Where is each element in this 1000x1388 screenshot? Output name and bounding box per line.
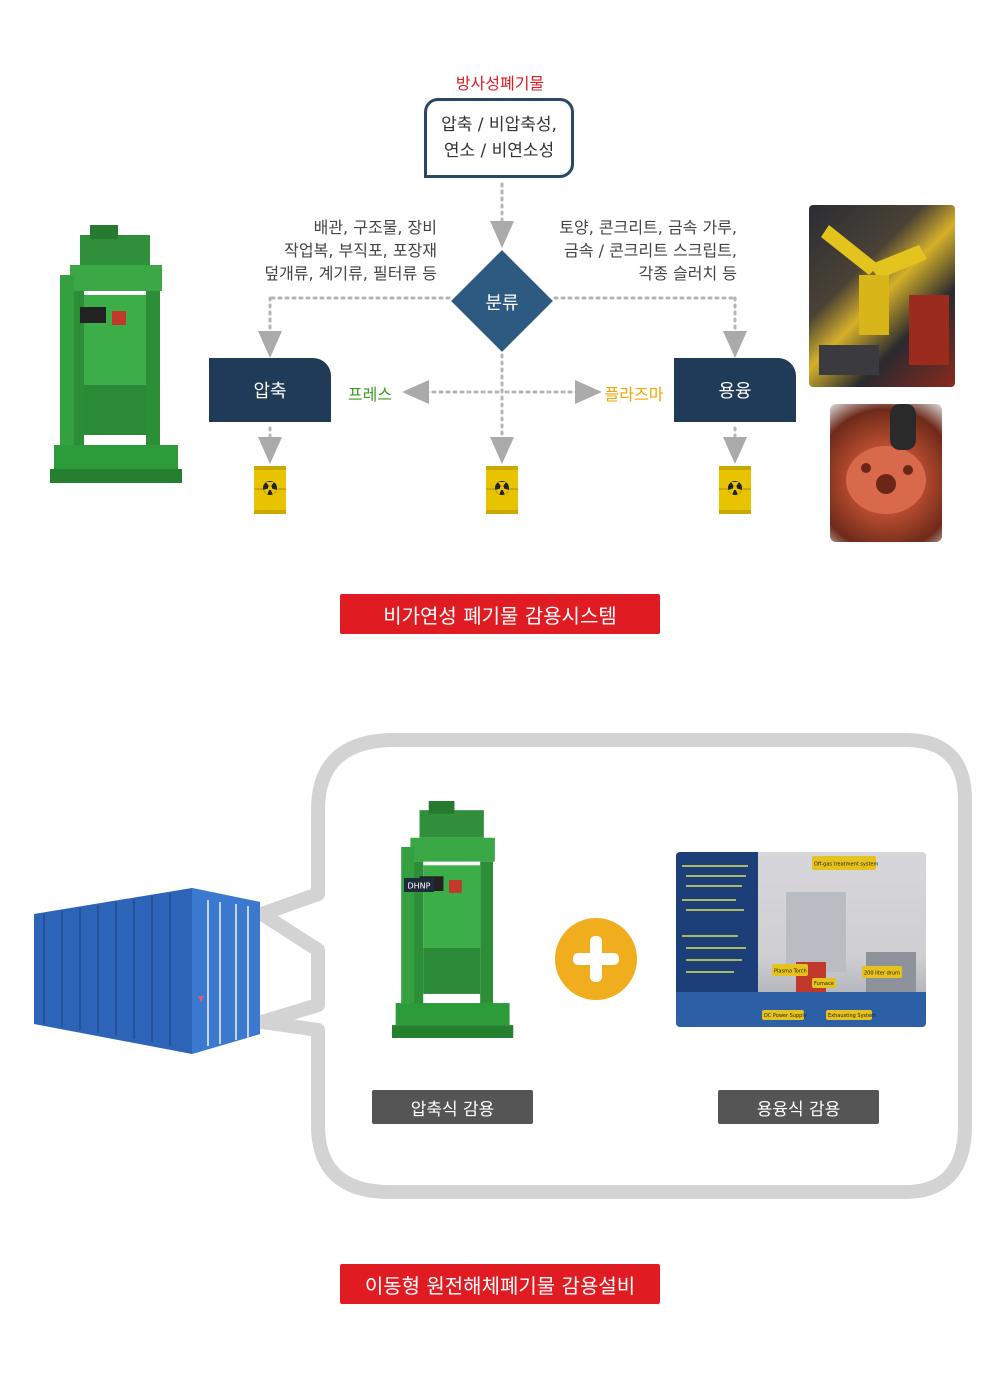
svg-text:Exhausting System: Exhausting System — [828, 1013, 876, 1019]
plasma-label: 플라즈마 — [604, 385, 664, 404]
flow-connectors — [258, 182, 747, 464]
radioactive-drum-icon — [486, 466, 518, 514]
press-logo: DHNP — [404, 878, 434, 892]
sort-decision: 분류 — [451, 250, 553, 352]
compression-caption: 압축식 감용 — [372, 1090, 533, 1124]
radioactive-drum-icon — [719, 466, 751, 514]
mobile-equipment-title-badge: 이동형 원전해체폐기물 감용설비 — [340, 1264, 660, 1304]
svg-text:DHNP: DHNP — [408, 882, 431, 891]
compress-waste-list: 배관, 구조물, 장비 작업복, 부직포, 포장재 덮개류, 계기류, 필터류 … — [264, 218, 437, 283]
robot-arm-photo — [809, 205, 955, 387]
svg-text:200 liter drum: 200 liter drum — [864, 971, 900, 977]
radioactive-waste-label: 방사성폐기물 — [455, 74, 545, 93]
waste-type-box: 압축 / 비압축성, 연소 / 비연소성 — [424, 98, 574, 178]
press-label: 프레스 — [347, 385, 393, 404]
system-title-badge: 비가연성 폐기물 감용시스템 — [340, 594, 660, 634]
press-machine-image — [392, 801, 514, 1038]
furnace-photo — [830, 404, 942, 542]
press-machine-image — [50, 225, 182, 483]
plus-icon — [555, 918, 637, 1000]
sort-label: 분류 — [485, 293, 519, 314]
svg-text:Off-gas treatment system: Off-gas treatment system — [814, 862, 878, 868]
svg-text:DC Power Supply: DC Power Supply — [764, 1013, 807, 1019]
compress-process-box: 압축 — [209, 358, 331, 422]
melt-process-box: 용융 — [674, 358, 796, 422]
melting-caption: 용융식 감용 — [718, 1090, 879, 1124]
plasma-melting-diagram-image: Off-gas treatment system Plasma Torch 20… — [676, 852, 926, 1027]
svg-text:Plasma Torch: Plasma Torch — [774, 969, 807, 975]
melt-waste-list: 토양, 콘크리트, 금속 가루, 금속 / 콘크리트 스크립트, 각종 슬러치 … — [559, 218, 737, 283]
radioactive-drum-icon — [254, 466, 286, 514]
svg-text:Furnace: Furnace — [814, 981, 834, 987]
shipping-container-image — [34, 888, 260, 1054]
